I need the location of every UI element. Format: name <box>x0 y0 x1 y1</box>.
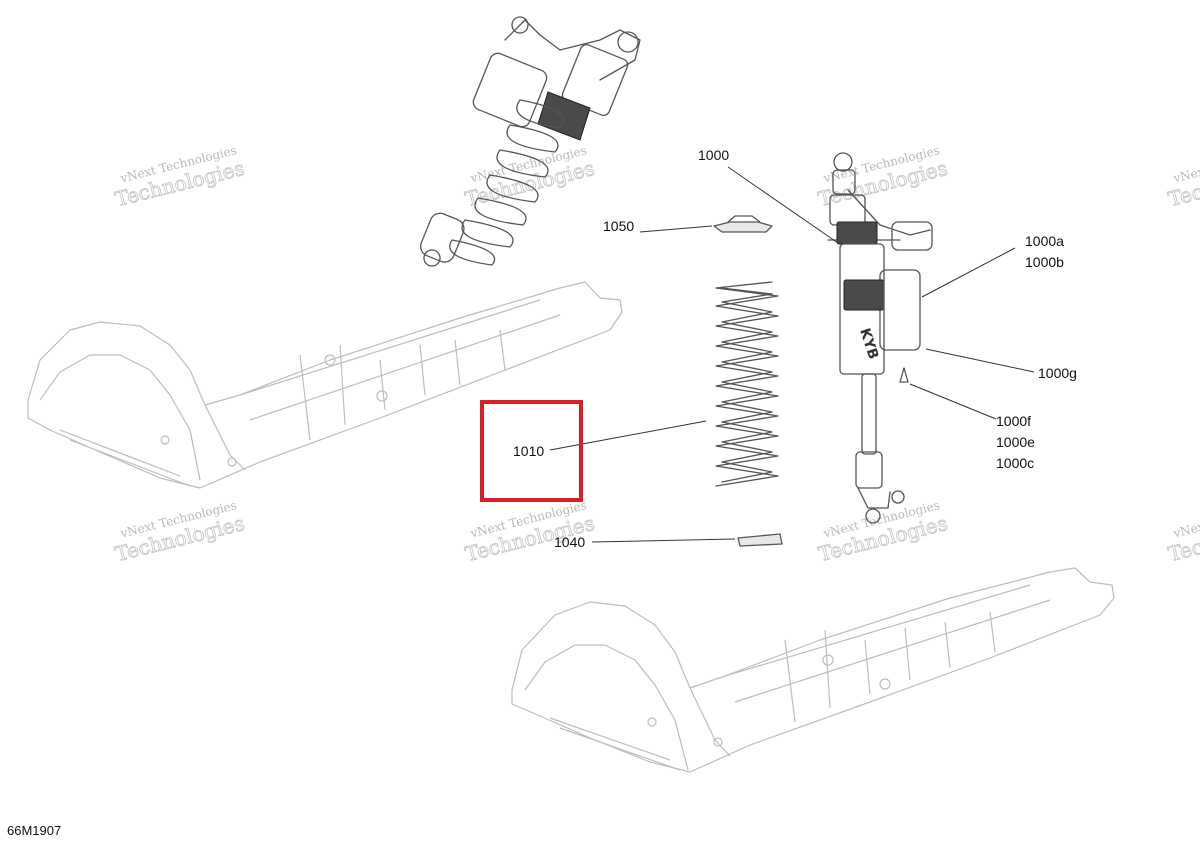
figure-code: 66M1907 <box>7 823 62 838</box>
leader-lines <box>549 166 1035 543</box>
svg-text:Technologies: Technologies <box>1166 511 1200 566</box>
callout-1010[interactable]: 1010 <box>513 443 544 459</box>
callout-1050[interactable]: 1050 <box>603 218 634 234</box>
watermark: vNext Technologies Technologies <box>112 143 247 212</box>
highlight-box <box>480 400 583 502</box>
callout-1000g[interactable]: 1000g <box>1038 365 1077 381</box>
ski-left <box>27 281 623 489</box>
spring-seat-bottom <box>737 533 783 547</box>
watermark: vNext Technologies Technologies <box>462 498 597 567</box>
svg-text:vNext Technologies: vNext Technologies <box>1171 143 1200 186</box>
shock-assembled <box>419 16 641 267</box>
callout-1000ab[interactable]: 1000a 1000b <box>1025 233 1064 270</box>
svg-text:1000e: 1000e <box>996 434 1035 450</box>
svg-text:1000a: 1000a <box>1025 233 1064 249</box>
callout-labels: 1000 1050 1000a 1000b 1000g 1000f 1000e … <box>513 147 1077 550</box>
svg-text:1000f: 1000f <box>996 413 1031 429</box>
callout-1000[interactable]: 1000 <box>698 147 729 163</box>
coil-spring <box>715 281 779 487</box>
spring-retainer-top <box>713 215 773 233</box>
watermark: vNext Technologies Technologies <box>1165 143 1200 212</box>
svg-text:vNext Technologies: vNext Technologies <box>1171 498 1200 541</box>
svg-text:1000c: 1000c <box>996 455 1034 471</box>
svg-text:1000b: 1000b <box>1025 254 1064 270</box>
ski-right <box>511 567 1115 773</box>
watermark: vNext Technologies Technologies <box>112 498 247 567</box>
watermark: vNext Technologies Technologies <box>1165 498 1200 567</box>
shock-brand-mark: KYB <box>856 326 881 361</box>
callout-1040[interactable]: 1040 <box>554 534 585 550</box>
callout-1000fec[interactable]: 1000f 1000e 1000c <box>996 413 1035 471</box>
shock-absorber: KYB <box>827 152 933 524</box>
svg-text:Technologies: Technologies <box>1166 156 1200 211</box>
watermarks: vNext Technologies Technologies vNext Te… <box>112 143 1200 567</box>
